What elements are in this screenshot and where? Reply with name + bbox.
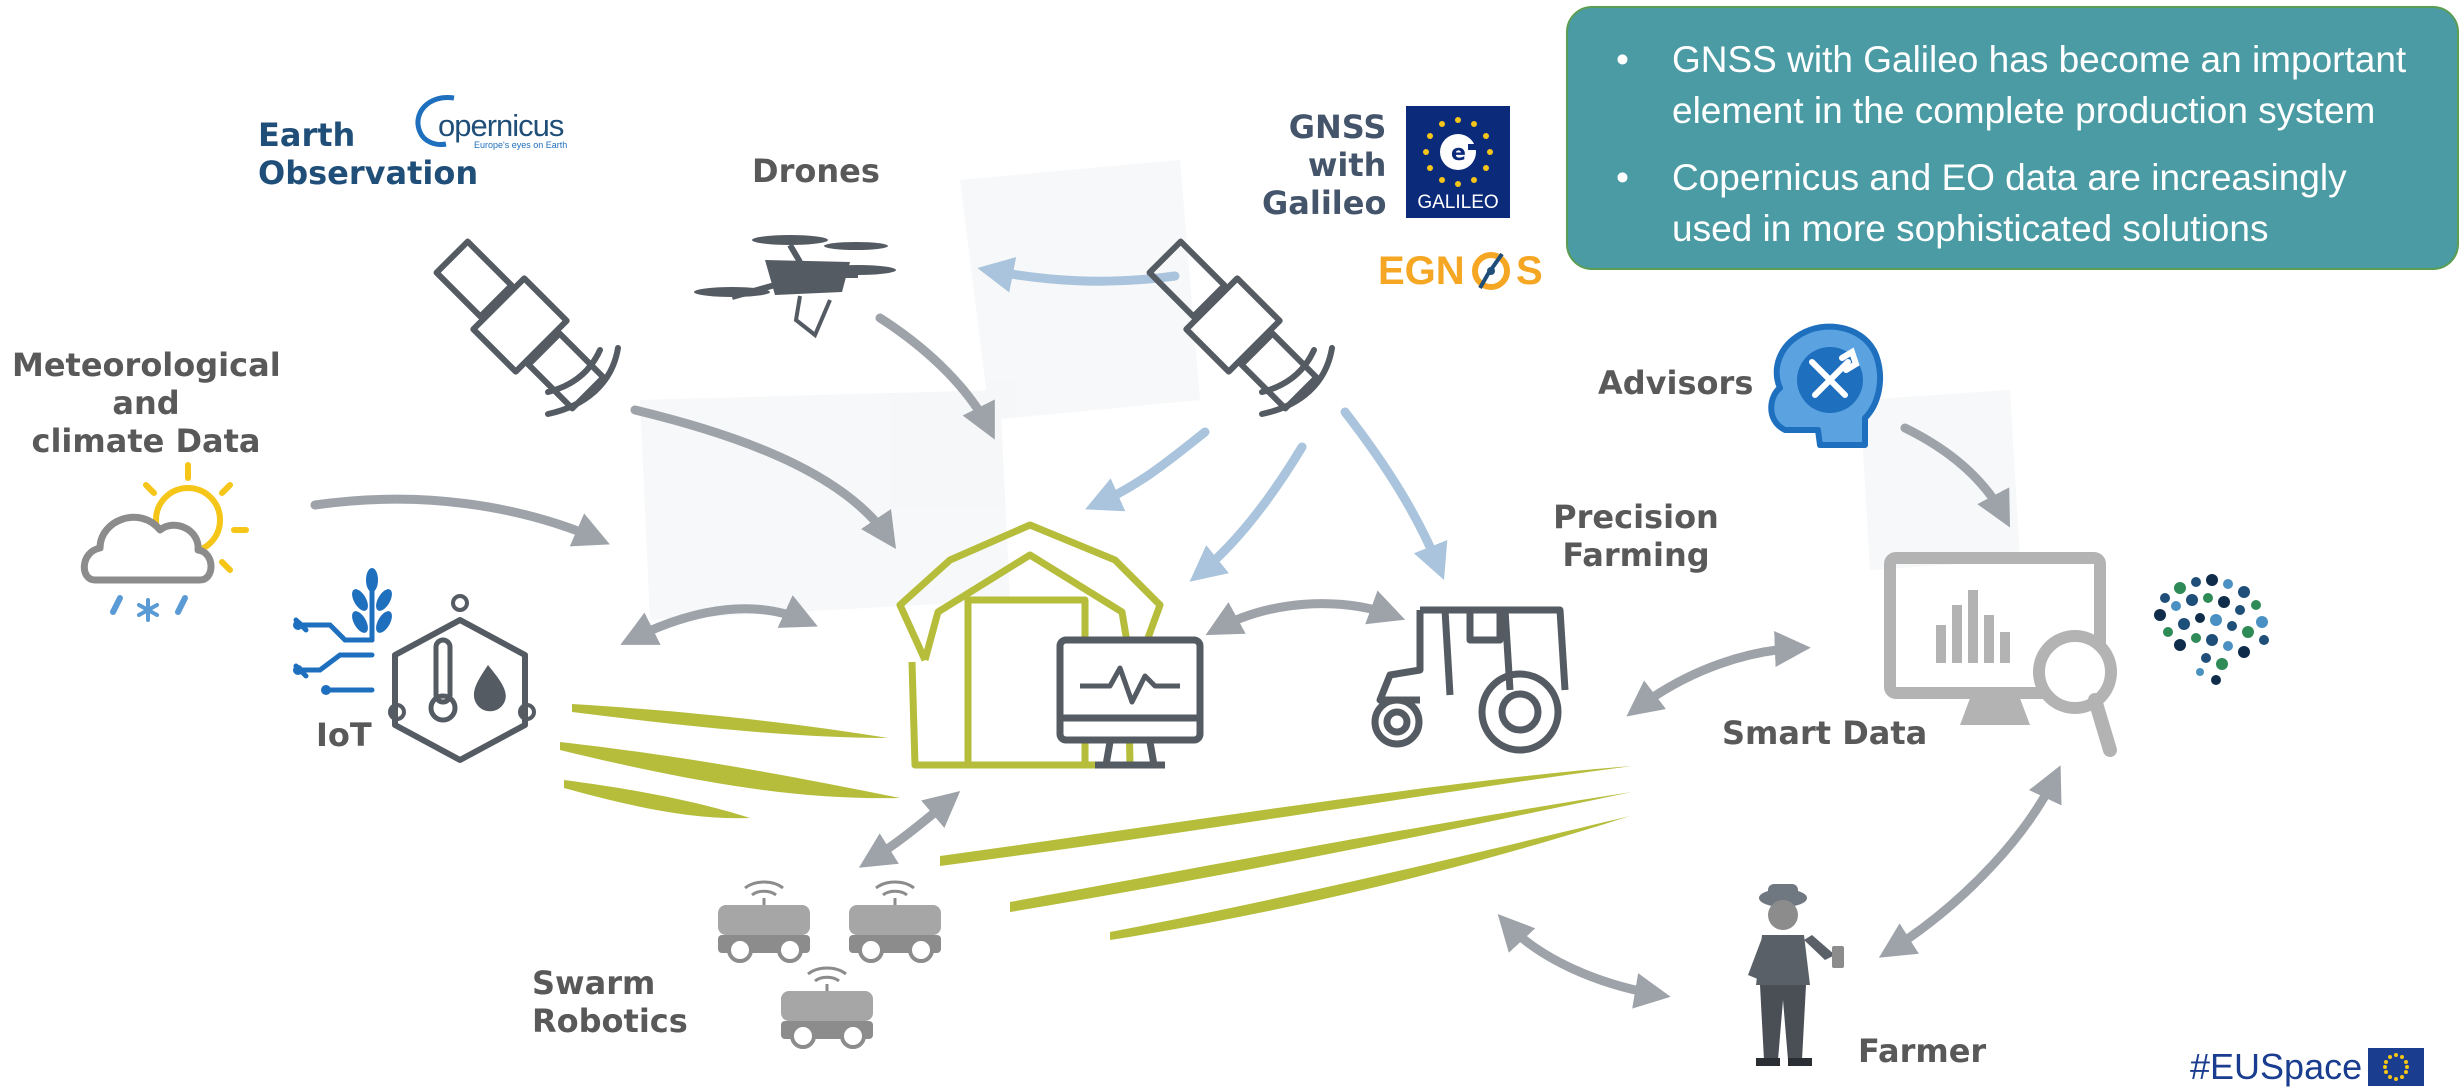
gray-arrows: [310, 313, 2062, 1009]
arrow-iot-barn: [620, 595, 818, 645]
label-earth-observation: Earth Observation: [258, 116, 479, 192]
arrow-farmer-smartdata: [1878, 765, 2062, 958]
label-advisors: Advisors: [1598, 364, 1754, 402]
galileo-logo: e GALILEO: [1406, 106, 1510, 218]
label-gnss: GNSS with Galileo: [1262, 108, 1387, 222]
arrow-gnss-to-tractor: [1340, 407, 1448, 581]
copernicus-wordmark: opernicus: [438, 108, 564, 143]
egnos-text-left: EGN: [1378, 249, 1465, 293]
copernicus-logo: opernicus Europe's eyes on Earth: [410, 92, 570, 154]
arrow-tractor-smartdata: [1626, 631, 1811, 717]
bullet-2: •: [1616, 157, 1629, 198]
smart-data-icon: [1884, 552, 2117, 757]
swarm-robots-icon: [718, 880, 941, 1049]
advisors-icon: [1768, 323, 1884, 448]
egnos-logo: EGN S: [1378, 246, 1550, 296]
galileo-logo-text: GALILEO: [1417, 192, 1499, 213]
eo-satellite-icon: [433, 238, 621, 417]
info-item-1: • GNSS with Galileo has become an import…: [1588, 34, 2437, 136]
drone-icon: [694, 235, 896, 339]
arrow-advisors-smartdata: [1900, 423, 2011, 528]
label-farmer: Farmer: [1858, 1032, 1987, 1070]
eu-flag-icon: [2368, 1048, 2424, 1086]
info-item-2: • Copernicus and EO data are increasingl…: [1588, 152, 2437, 254]
info-item-2-text: Copernicus and EO data are increasingly …: [1672, 157, 2347, 249]
monitor-icon: [1056, 636, 1204, 769]
field-stripes: [560, 704, 1632, 940]
gnss-satellite-icon: [1146, 238, 1335, 417]
copernicus-tagline: Europe's eyes on Earth: [474, 140, 568, 150]
arrow-eo-to-barn: [630, 405, 896, 549]
label-meteorological: Meteorological and climate Data: [12, 346, 281, 460]
bullet-1: •: [1616, 39, 1629, 80]
background-panels: [640, 160, 2020, 620]
arrow-barn-tractor: [1205, 590, 1406, 636]
info-list: • GNSS with Galileo has become an import…: [1588, 34, 2437, 254]
farmer-icon: [1748, 884, 1844, 1066]
label-drones: Drones: [752, 152, 880, 190]
label-iot: IoT: [316, 716, 372, 754]
label-precision-farming: Precision Farming: [1553, 498, 1719, 574]
arrow-meteo-to-iot: [310, 494, 610, 547]
tractor-icon: [1371, 606, 1569, 754]
label-swarm-robotics: Swarm Robotics: [532, 964, 688, 1040]
egnos-text-right: S: [1516, 249, 1543, 293]
arrow-gnss-to-iot: [1085, 427, 1210, 512]
info-item-1-text: GNSS with Galileo has become an importan…: [1672, 39, 2407, 131]
svg-text:e: e: [1451, 141, 1466, 166]
weather-icon: [80, 462, 249, 622]
iot-icon: [293, 568, 536, 763]
label-smart-data: Smart Data: [1722, 714, 1928, 752]
hashtag-euspace: #EUSpace: [2190, 1046, 2363, 1087]
robot-1: [718, 880, 810, 963]
arrow-gnss-to-barn: [1189, 442, 1307, 582]
arrow-fields-farmer: [1497, 914, 1671, 1009]
ai-brain-icon: [2154, 574, 2269, 685]
robot-3: [781, 966, 873, 1049]
arrow-barn-robots: [858, 791, 961, 868]
arrow-drones-to-barn: [875, 313, 995, 440]
info-box: • GNSS with Galileo has become an import…: [1566, 6, 2459, 270]
robot-2: [849, 880, 941, 963]
